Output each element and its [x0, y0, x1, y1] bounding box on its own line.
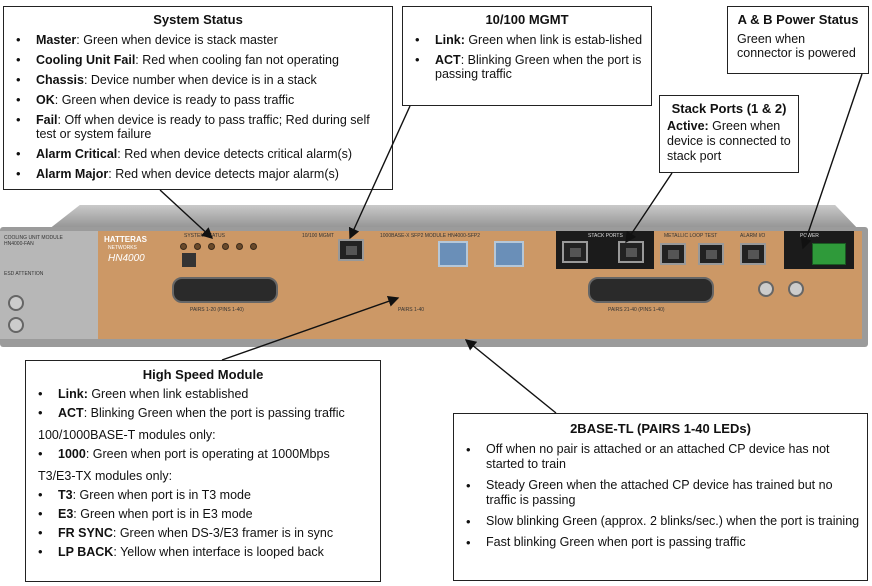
alarm-port[interactable] [740, 243, 766, 265]
2base-title: 2BASE-TL (PAIRS 1-40 LEDs) [570, 421, 751, 436]
stack-ports-label: STACK PORTS [588, 233, 623, 239]
metallic-port-2[interactable] [698, 243, 724, 265]
list-item: 1000: Green when port is operating at 10… [32, 447, 374, 461]
metallic-port-1[interactable] [660, 243, 686, 265]
stack-port-1[interactable] [562, 241, 588, 263]
brand-sub: NETWORKS [108, 245, 137, 251]
list-item: Cooling Unit Fail: Red when cooling fan … [10, 53, 386, 67]
hn4000-device: COOLING UNIT MODULE HN4000-FAN ESD ATTEN… [0, 205, 868, 355]
master-led [180, 243, 187, 250]
list-item: T3: Green when port is in T3 mode [32, 488, 374, 502]
sfp-port-2[interactable] [494, 241, 524, 267]
sfp-port-1[interactable] [438, 241, 468, 267]
ok-led [208, 243, 215, 250]
power-status-callout: A & B Power Status Green when connector … [727, 6, 869, 74]
pairs-status-label: PAIRS 1-40 [398, 307, 425, 313]
brand-logo: HATTERAS [104, 235, 147, 244]
pairs-connector-2[interactable] [588, 277, 714, 303]
hsm-list-a: Link: Green when link established ACT: B… [32, 387, 374, 420]
list-item: Alarm Critical: Red when device detects … [10, 147, 386, 161]
mgmt-callout: 10/100 MGMT Link: Green when link is est… [402, 6, 652, 106]
model-label: HN4000 [108, 253, 145, 264]
high-speed-module-callout: High Speed Module Link: Green when link … [25, 360, 381, 582]
list-item: Link: Green when link is estab-lished [409, 33, 645, 47]
screw-icon [8, 295, 24, 311]
hsm-list-b: 1000: Green when port is operating at 10… [32, 447, 374, 461]
alarm-critical-led [236, 243, 243, 250]
hsm-subheading: 100/1000BASE-T modules only: [38, 428, 216, 442]
system-status-callout: System Status Master: Green when device … [3, 6, 393, 190]
chassis-number-display [182, 253, 196, 267]
pairs-label-2: PAIRS 21-40 (PINS 1-40) [608, 307, 665, 313]
pairs-label-1: PAIRS 1-20 (PINS 1-40) [190, 307, 244, 313]
mgmt-title: 10/100 MGMT [485, 12, 569, 27]
alarm-major-led [250, 243, 257, 250]
screw-icon [8, 317, 24, 333]
module-label: 1000BASE-X SFP2 MODULE HN4000-SFP2 [380, 233, 481, 239]
stack-title: Stack Ports (1 & 2) [671, 101, 787, 116]
system-status-list: Master: Green when device is stack maste… [10, 33, 386, 181]
stack-text: Active: Green when device is connected t… [667, 119, 791, 163]
list-item: Master: Green when device is stack maste… [10, 33, 386, 47]
esd-label: ESD ATTENTION [4, 271, 44, 277]
mgmt-list: Link: Green when link is estab-lished AC… [409, 33, 645, 81]
list-item: Alarm Major: Red when device detects maj… [10, 167, 386, 181]
stack-ports-callout: Stack Ports (1 & 2) Active: Green when d… [659, 95, 799, 173]
cooling-led [194, 243, 201, 250]
list-item: LP BACK: Yellow when interface is looped… [32, 545, 374, 559]
cooling-unit-label: COOLING UNIT MODULE HN4000-FAN [4, 235, 63, 247]
cooling-unit-module: COOLING UNIT MODULE HN4000-FAN ESD ATTEN… [0, 231, 100, 339]
hsm-list-c: T3: Green when port is in T3 mode E3: Gr… [32, 488, 374, 559]
hsm-title: High Speed Module [142, 367, 264, 382]
power-text: Green when connector is powered [737, 32, 856, 60]
list-item: Slow blinking Green (approx. 2 blinks/se… [460, 514, 861, 529]
fail-led [222, 243, 229, 250]
ground-screw-icon [788, 281, 804, 297]
system-status-title: System Status [153, 12, 243, 27]
list-item: Link: Green when link established [32, 387, 374, 401]
mgmt-label: 10/100 MGMT [302, 233, 334, 239]
stack-port-2[interactable] [618, 241, 644, 263]
hsm-subheading: T3/E3-TX modules only: [38, 469, 173, 483]
list-item: ACT: Blinking Green when the port is pas… [409, 53, 645, 81]
alarm-io-label: ALARM I/O [740, 233, 766, 239]
power-title: A & B Power Status [737, 12, 859, 27]
list-item: Chassis: Device number when device is in… [10, 73, 386, 87]
mgmt-port[interactable] [338, 239, 364, 261]
pairs-connector-1[interactable] [172, 277, 278, 303]
ground-screw-icon [758, 281, 774, 297]
list-item: Fail: Off when device is ready to pass t… [10, 113, 386, 141]
2base-list: Off when no pair is attached or an attac… [460, 442, 861, 550]
list-item: E3: Green when port is in E3 mode [32, 507, 374, 521]
power-label: POWER [800, 233, 819, 239]
metallic-loop-label: METALLIC LOOP TEST [664, 233, 718, 239]
system-status-label: SYSTEM STATUS [184, 233, 225, 239]
list-item: FR SYNC: Green when DS-3/E3 framer is in… [32, 526, 374, 540]
list-item: Steady Green when the attached CP device… [460, 478, 861, 508]
list-item: ACT: Blinking Green when the port is pas… [32, 406, 374, 420]
main-panel: HATTERAS NETWORKS HN4000 SYSTEM STATUS 1… [98, 231, 862, 339]
2base-tl-callout: 2BASE-TL (PAIRS 1-40 LEDs) Off when no p… [453, 413, 868, 581]
list-item: Off when no pair is attached or an attac… [460, 442, 861, 472]
list-item: Fast blinking Green when port is passing… [460, 535, 861, 550]
list-item: OK: Green when device is ready to pass t… [10, 93, 386, 107]
power-connector[interactable] [812, 243, 846, 265]
